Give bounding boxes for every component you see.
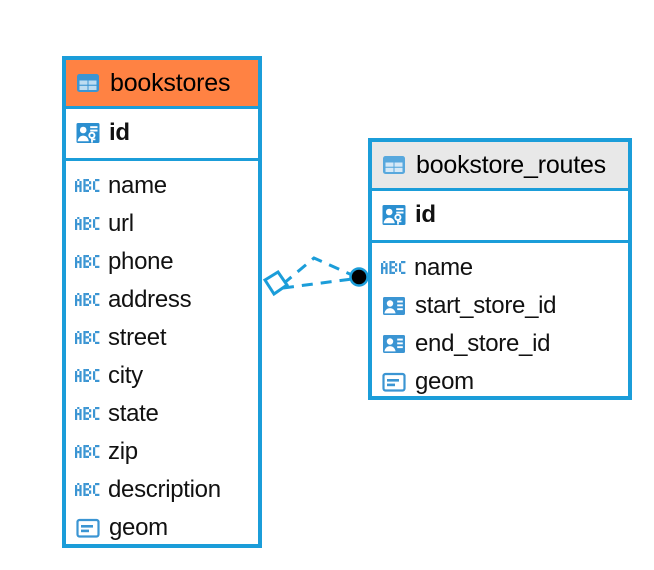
abc-text-icon xyxy=(75,178,100,192)
field-row: id xyxy=(75,113,249,153)
field-label: city xyxy=(108,362,143,389)
field-label: name xyxy=(108,172,167,199)
field-row-description[interactable]: description xyxy=(75,471,249,509)
abc-text-icon xyxy=(75,482,100,496)
field-label: end_store_id xyxy=(415,330,551,357)
field-row-name[interactable]: name xyxy=(381,249,619,287)
field-row-end-store-id[interactable]: end_store_id xyxy=(381,325,619,363)
field-row-state[interactable]: state xyxy=(75,395,249,433)
field-row-url[interactable]: url xyxy=(75,205,249,243)
field-list: name start_store_id xyxy=(372,243,628,409)
field-list: name url xyxy=(66,161,258,555)
relationship-circle-marker-ring xyxy=(349,267,369,287)
field-row: id xyxy=(381,195,619,235)
table-grid-icon xyxy=(77,74,99,92)
field-label: zip xyxy=(108,438,138,465)
field-label: name xyxy=(414,254,473,281)
geometry-icon xyxy=(382,372,406,392)
entity-bookstore-routes[interactable]: bookstore_routes id xyxy=(368,138,632,400)
field-row-geom[interactable]: geom xyxy=(75,509,249,547)
field-label: description xyxy=(108,476,221,503)
geometry-icon xyxy=(76,518,100,538)
abc-text-icon xyxy=(75,292,100,306)
abc-text-icon xyxy=(75,254,100,268)
primary-key-icon xyxy=(382,205,406,225)
field-label: phone xyxy=(108,248,174,275)
primary-key-row[interactable]: id xyxy=(66,106,258,161)
field-label: state xyxy=(108,400,159,427)
primary-key-row[interactable]: id xyxy=(372,188,628,243)
field-row-city[interactable]: city xyxy=(75,357,249,395)
relationship-diamond-marker xyxy=(262,269,290,297)
relationship-line-end-store xyxy=(282,277,353,290)
entity-header[interactable]: bookstores xyxy=(66,60,258,106)
abc-text-icon xyxy=(75,216,100,230)
field-label: start_store_id xyxy=(415,292,557,319)
abc-text-icon xyxy=(75,406,100,420)
field-label: geom xyxy=(109,514,168,541)
entity-title: bookstores xyxy=(110,68,231,97)
field-row-start-store-id[interactable]: start_store_id xyxy=(381,287,619,325)
field-row-address[interactable]: address xyxy=(75,281,249,319)
entity-bookstores[interactable]: bookstores id xyxy=(62,56,262,548)
entity-header[interactable]: bookstore_routes xyxy=(372,142,628,188)
field-label: id xyxy=(415,201,436,228)
table-grid-icon xyxy=(383,156,405,174)
foreign-key-icon xyxy=(383,335,405,353)
entity-title: bookstore_routes xyxy=(416,150,606,179)
abc-text-icon xyxy=(381,260,406,274)
field-label: id xyxy=(109,119,130,146)
field-row-geom[interactable]: geom xyxy=(381,363,619,401)
field-label: address xyxy=(108,286,192,313)
abc-text-icon xyxy=(75,330,100,344)
relationship-line-start-store xyxy=(282,256,353,286)
field-row-phone[interactable]: phone xyxy=(75,243,249,281)
abc-text-icon xyxy=(75,368,100,382)
field-label: url xyxy=(108,210,134,237)
relationship-circle-marker xyxy=(350,268,368,286)
field-row-name[interactable]: name xyxy=(75,167,249,205)
field-row-street[interactable]: street xyxy=(75,319,249,357)
foreign-key-icon xyxy=(383,297,405,315)
abc-text-icon xyxy=(75,444,100,458)
field-label: geom xyxy=(415,368,474,395)
field-label: street xyxy=(108,324,167,351)
field-row-zip[interactable]: zip xyxy=(75,433,249,471)
primary-key-icon xyxy=(76,123,100,143)
